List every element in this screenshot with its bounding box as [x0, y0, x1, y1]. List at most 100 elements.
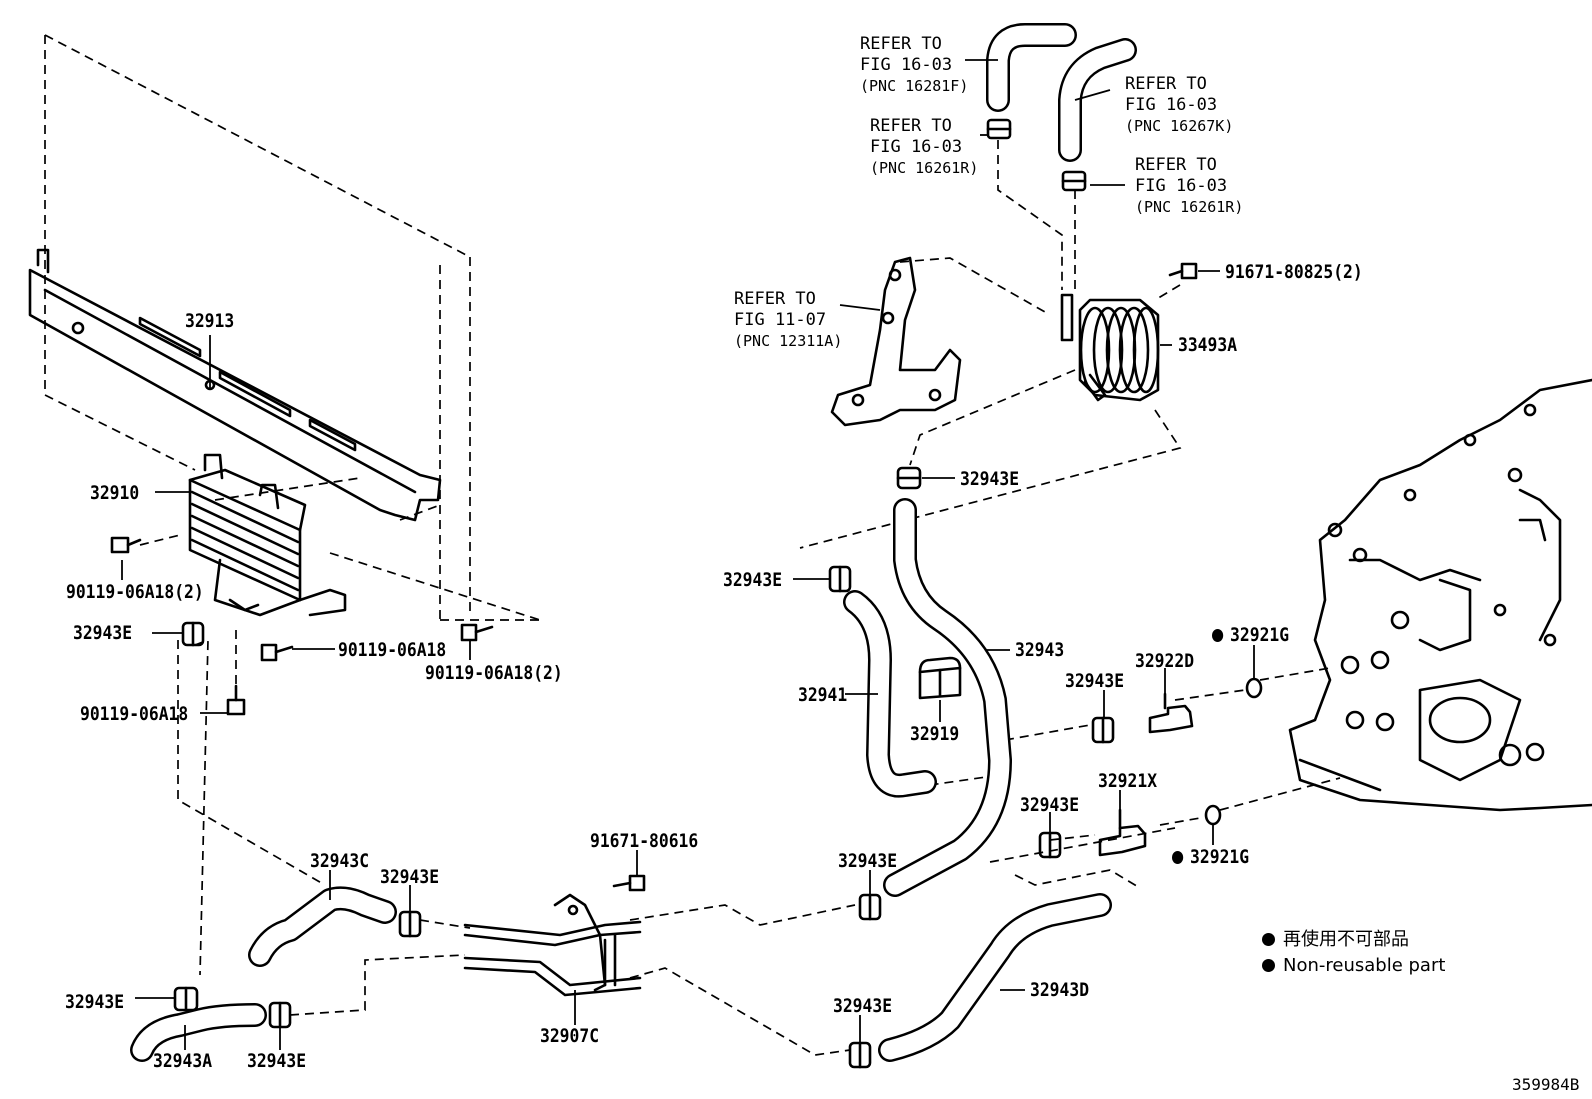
ref-line-3: (PNC 16281F): [860, 77, 969, 95]
clamp-ref-1: [986, 118, 1012, 140]
fitting-32922d: [1148, 692, 1194, 734]
reference-block-16261r-b: REFER TO FIG 16-03 (PNC 16261R): [1135, 155, 1243, 218]
part-label-32943e: 32943E: [247, 1050, 307, 1072]
hose-32943c: [248, 886, 397, 967]
non-reusable-dot-icon: [1212, 629, 1224, 642]
ref-line-1: REFER TO: [1125, 74, 1207, 94]
clamp-8: [173, 986, 199, 1012]
non-reusable-dot-icon: [1262, 959, 1275, 972]
oring-32921g-2: [1204, 804, 1222, 826]
figure-id: 359984B: [1512, 1075, 1580, 1094]
part-label-32943d: 32943D: [1030, 979, 1090, 1001]
part-label-32921g: 32921G: [1172, 848, 1249, 867]
part-label-32919: 32919: [910, 723, 960, 745]
clamp-6: [398, 910, 422, 938]
part-label-32913: 32913: [185, 310, 235, 332]
hose-32943a: [130, 1003, 267, 1062]
part-number: 32921G: [1230, 624, 1290, 646]
clamp-9: [268, 1001, 292, 1029]
part-label-32943c: 32943C: [310, 850, 370, 872]
bolt-90119-b: [260, 643, 294, 662]
cooler-32910: [188, 453, 347, 617]
part-label-32943e: 32943E: [723, 569, 783, 591]
part-label-90119-06a18-b: 90119-06A18: [80, 703, 189, 725]
oring-32921g-1: [1245, 677, 1263, 699]
clamp-2: [896, 466, 922, 490]
part-label-32941: 32941: [798, 684, 848, 706]
part-label-90119-06a18-2a: 90119-06A18(2): [66, 581, 204, 603]
ref-line-1: REFER TO: [860, 34, 942, 54]
clamp-10: [848, 1041, 872, 1069]
bolt-90119-a: [110, 536, 142, 554]
clip-32919: [918, 656, 962, 700]
legend-text: 再使用不可部品: [1283, 929, 1409, 950]
bracket-32913: [28, 248, 442, 522]
part-label-90119-06a18-2b: 90119-06A18(2): [425, 662, 563, 684]
ref-line-1: REFER TO: [870, 116, 952, 136]
clamp-7: [858, 893, 882, 921]
part-label-90119-06a18-a: 90119-06A18: [338, 639, 447, 661]
transmission-case: [1288, 378, 1592, 812]
clamp-5: [1038, 831, 1062, 859]
bolt-91671-80616: [612, 874, 646, 892]
part-label-33493a: 33493A: [1178, 334, 1238, 356]
ref-line-3: (PNC 16261R): [1135, 198, 1244, 216]
ref-line-1: REFER TO: [734, 289, 816, 309]
part-label-32943e: 32943E: [838, 850, 898, 872]
clamp-ref-2: [1061, 170, 1087, 192]
hose-32941: [843, 590, 937, 798]
ref-line-2: FIG 16-03: [1135, 176, 1228, 196]
pipe-32907c: [463, 893, 642, 997]
part-label-32943: 32943: [1015, 639, 1065, 661]
ref-line-3: (PNC 16261R): [870, 159, 979, 177]
clamp-4: [1091, 716, 1115, 744]
legend-text: Non-reusable part: [1283, 955, 1446, 976]
part-label-32943e: 32943E: [380, 866, 440, 888]
hose-32943d: [878, 893, 1112, 1062]
cooler-33493a: [1060, 293, 1160, 402]
ref-line-3: (PNC 16267K): [1125, 117, 1234, 135]
part-label-32921g: 32921G: [1212, 626, 1289, 645]
bolt-91671-80825: [1168, 262, 1198, 280]
part-label-32943a: 32943A: [153, 1050, 213, 1072]
part-label-32943e: 32943E: [833, 995, 893, 1017]
non-reusable-dot-icon: [1172, 851, 1184, 864]
non-reusable-dot-icon: [1262, 933, 1275, 946]
hose-32943: [883, 498, 1012, 897]
clamp-3: [828, 565, 852, 593]
part-label-32910: 32910: [90, 482, 140, 504]
ref-line-2: FIG 16-03: [1125, 95, 1218, 115]
part-label-91671-80825: 91671-80825(2): [1225, 261, 1363, 283]
part-label-32943e: 32943E: [960, 468, 1020, 490]
dashed-connectors: [139, 140, 1341, 1056]
ref-line-2: FIG 16-03: [860, 55, 953, 75]
part-label-91671-80616: 91671-80616: [590, 830, 699, 852]
part-label-32943e: 32943E: [1065, 670, 1125, 692]
leader-lines: [121, 59, 1255, 1050]
radiator-outline: [44, 34, 541, 621]
reference-block-16267k: REFER TO FIG 16-03 (PNC 16267K): [1125, 74, 1233, 137]
reference-block-12311a: REFER TO FIG 11-07 (PNC 12311A): [734, 289, 842, 352]
reference-block-16281f: REFER TO FIG 16-03 (PNC 16281F): [860, 34, 968, 97]
ref-line-3: (PNC 12311A): [734, 332, 843, 350]
part-label-32922d: 32922D: [1135, 650, 1195, 672]
ref-line-2: FIG 16-03: [870, 137, 963, 157]
engine-bracket: [830, 256, 962, 427]
fitting-32921x: [1098, 808, 1147, 857]
legend-english: Non-reusable part: [1262, 954, 1445, 978]
reference-block-16261r-a: REFER TO FIG 16-03 (PNC 16261R): [870, 116, 978, 179]
part-label-32907c: 32907C: [540, 1025, 600, 1047]
reference-hoses-top: [986, 23, 1137, 162]
bolt-90119-d: [226, 684, 246, 716]
bolt-90119-c: [460, 623, 494, 642]
legend-japanese: 再使用不可部品: [1262, 928, 1409, 952]
part-label-32943e: 32943E: [1020, 794, 1080, 816]
part-label-32943e: 32943E: [65, 991, 125, 1013]
part-label-32921x: 32921X: [1098, 770, 1158, 792]
part-label-32943e: 32943E: [73, 622, 133, 644]
ref-line-2: FIG 11-07: [734, 310, 827, 330]
clamp-1: [181, 621, 205, 647]
part-number: 32921G: [1190, 846, 1250, 868]
